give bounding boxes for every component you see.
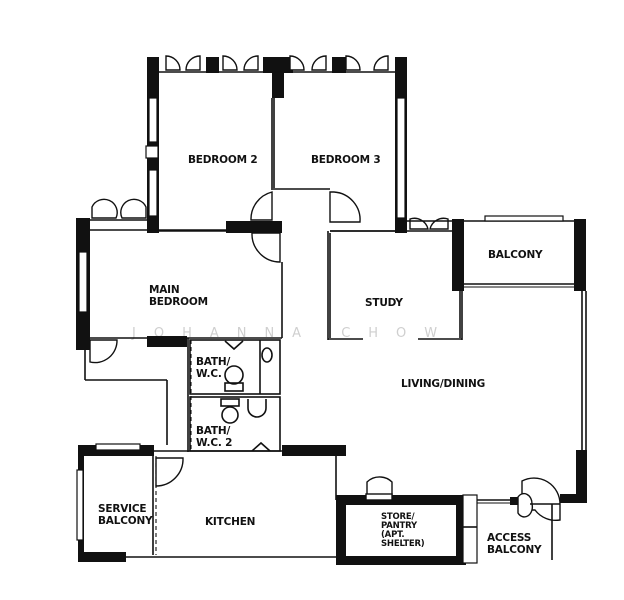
label-balcony: BALCONY xyxy=(488,249,543,261)
study-walls xyxy=(327,217,463,340)
label-main-bedroom-1: MAIN xyxy=(149,284,179,296)
bathrooms xyxy=(187,338,281,452)
label-bath2-1: BATH/ xyxy=(196,425,230,437)
label-store-1: STORE/ xyxy=(381,512,415,522)
door-bedroom2 xyxy=(250,191,273,221)
label-bedroom2: BEDROOM 2 xyxy=(188,154,257,166)
label-living-dining: LIVING/DINING xyxy=(401,378,485,390)
label-access-balcony-1: ACCESS xyxy=(487,532,531,544)
main-bedroom-walls xyxy=(76,198,283,350)
window-main-bedroom xyxy=(78,251,88,313)
label-bath1-1: BATH/ xyxy=(196,356,230,368)
living-east-wall xyxy=(560,291,587,503)
window-bedroom2-side-upper xyxy=(148,97,158,143)
bedrooms-block xyxy=(145,55,407,233)
door-nook xyxy=(89,339,118,364)
window-main-bedroom-top-left xyxy=(91,198,118,219)
label-service-balcony-1: SERVICE xyxy=(98,503,146,515)
label-bath1-2: W.C. xyxy=(196,368,222,380)
door-marker-bath2 xyxy=(251,441,271,452)
entrance-door xyxy=(477,477,561,560)
door-marker-bath1 xyxy=(224,340,244,351)
window-main-bedroom-top-right xyxy=(120,198,147,219)
door-main-bedroom xyxy=(251,232,281,263)
kitchen-block xyxy=(76,443,346,562)
room-labels: BEDROOM 2 BEDROOM 3 MAIN BEDROOM STUDY B… xyxy=(98,154,543,556)
label-service-balcony-2: BALCONY xyxy=(98,515,153,527)
window-bedroom2-side-lower xyxy=(148,169,158,217)
store-block xyxy=(336,476,478,565)
toilet-icon-2 xyxy=(221,406,239,424)
door-store xyxy=(366,476,393,496)
basin-icon-2 xyxy=(247,399,267,418)
label-study: STUDY xyxy=(365,297,403,309)
window-service-balcony xyxy=(76,469,84,541)
window-study-left xyxy=(409,217,429,230)
window-top-bedroom2 xyxy=(165,55,259,71)
corridor-nook xyxy=(84,339,168,445)
label-bedroom3: BEDROOM 3 xyxy=(311,154,380,166)
window-study-right xyxy=(429,217,449,230)
basin-icon xyxy=(261,347,273,363)
balcony-walls xyxy=(452,215,586,291)
toilet-icon xyxy=(224,365,244,385)
label-store-4: SHELTER) xyxy=(381,539,425,549)
label-store-2: PANTRY xyxy=(381,521,418,531)
label-access-balcony-2: BALCONY xyxy=(487,544,542,556)
door-bedroom3 xyxy=(329,191,361,223)
label-bath2-2: W.C. 2 xyxy=(196,437,232,449)
label-main-bedroom-2: BEDROOM xyxy=(149,296,208,308)
window-bedroom3-side xyxy=(396,97,406,219)
label-store-3: (APT. xyxy=(381,530,404,540)
door-kitchen-service xyxy=(155,457,184,487)
window-top-bedroom3 xyxy=(289,55,389,71)
label-kitchen: KITCHEN xyxy=(205,516,255,528)
